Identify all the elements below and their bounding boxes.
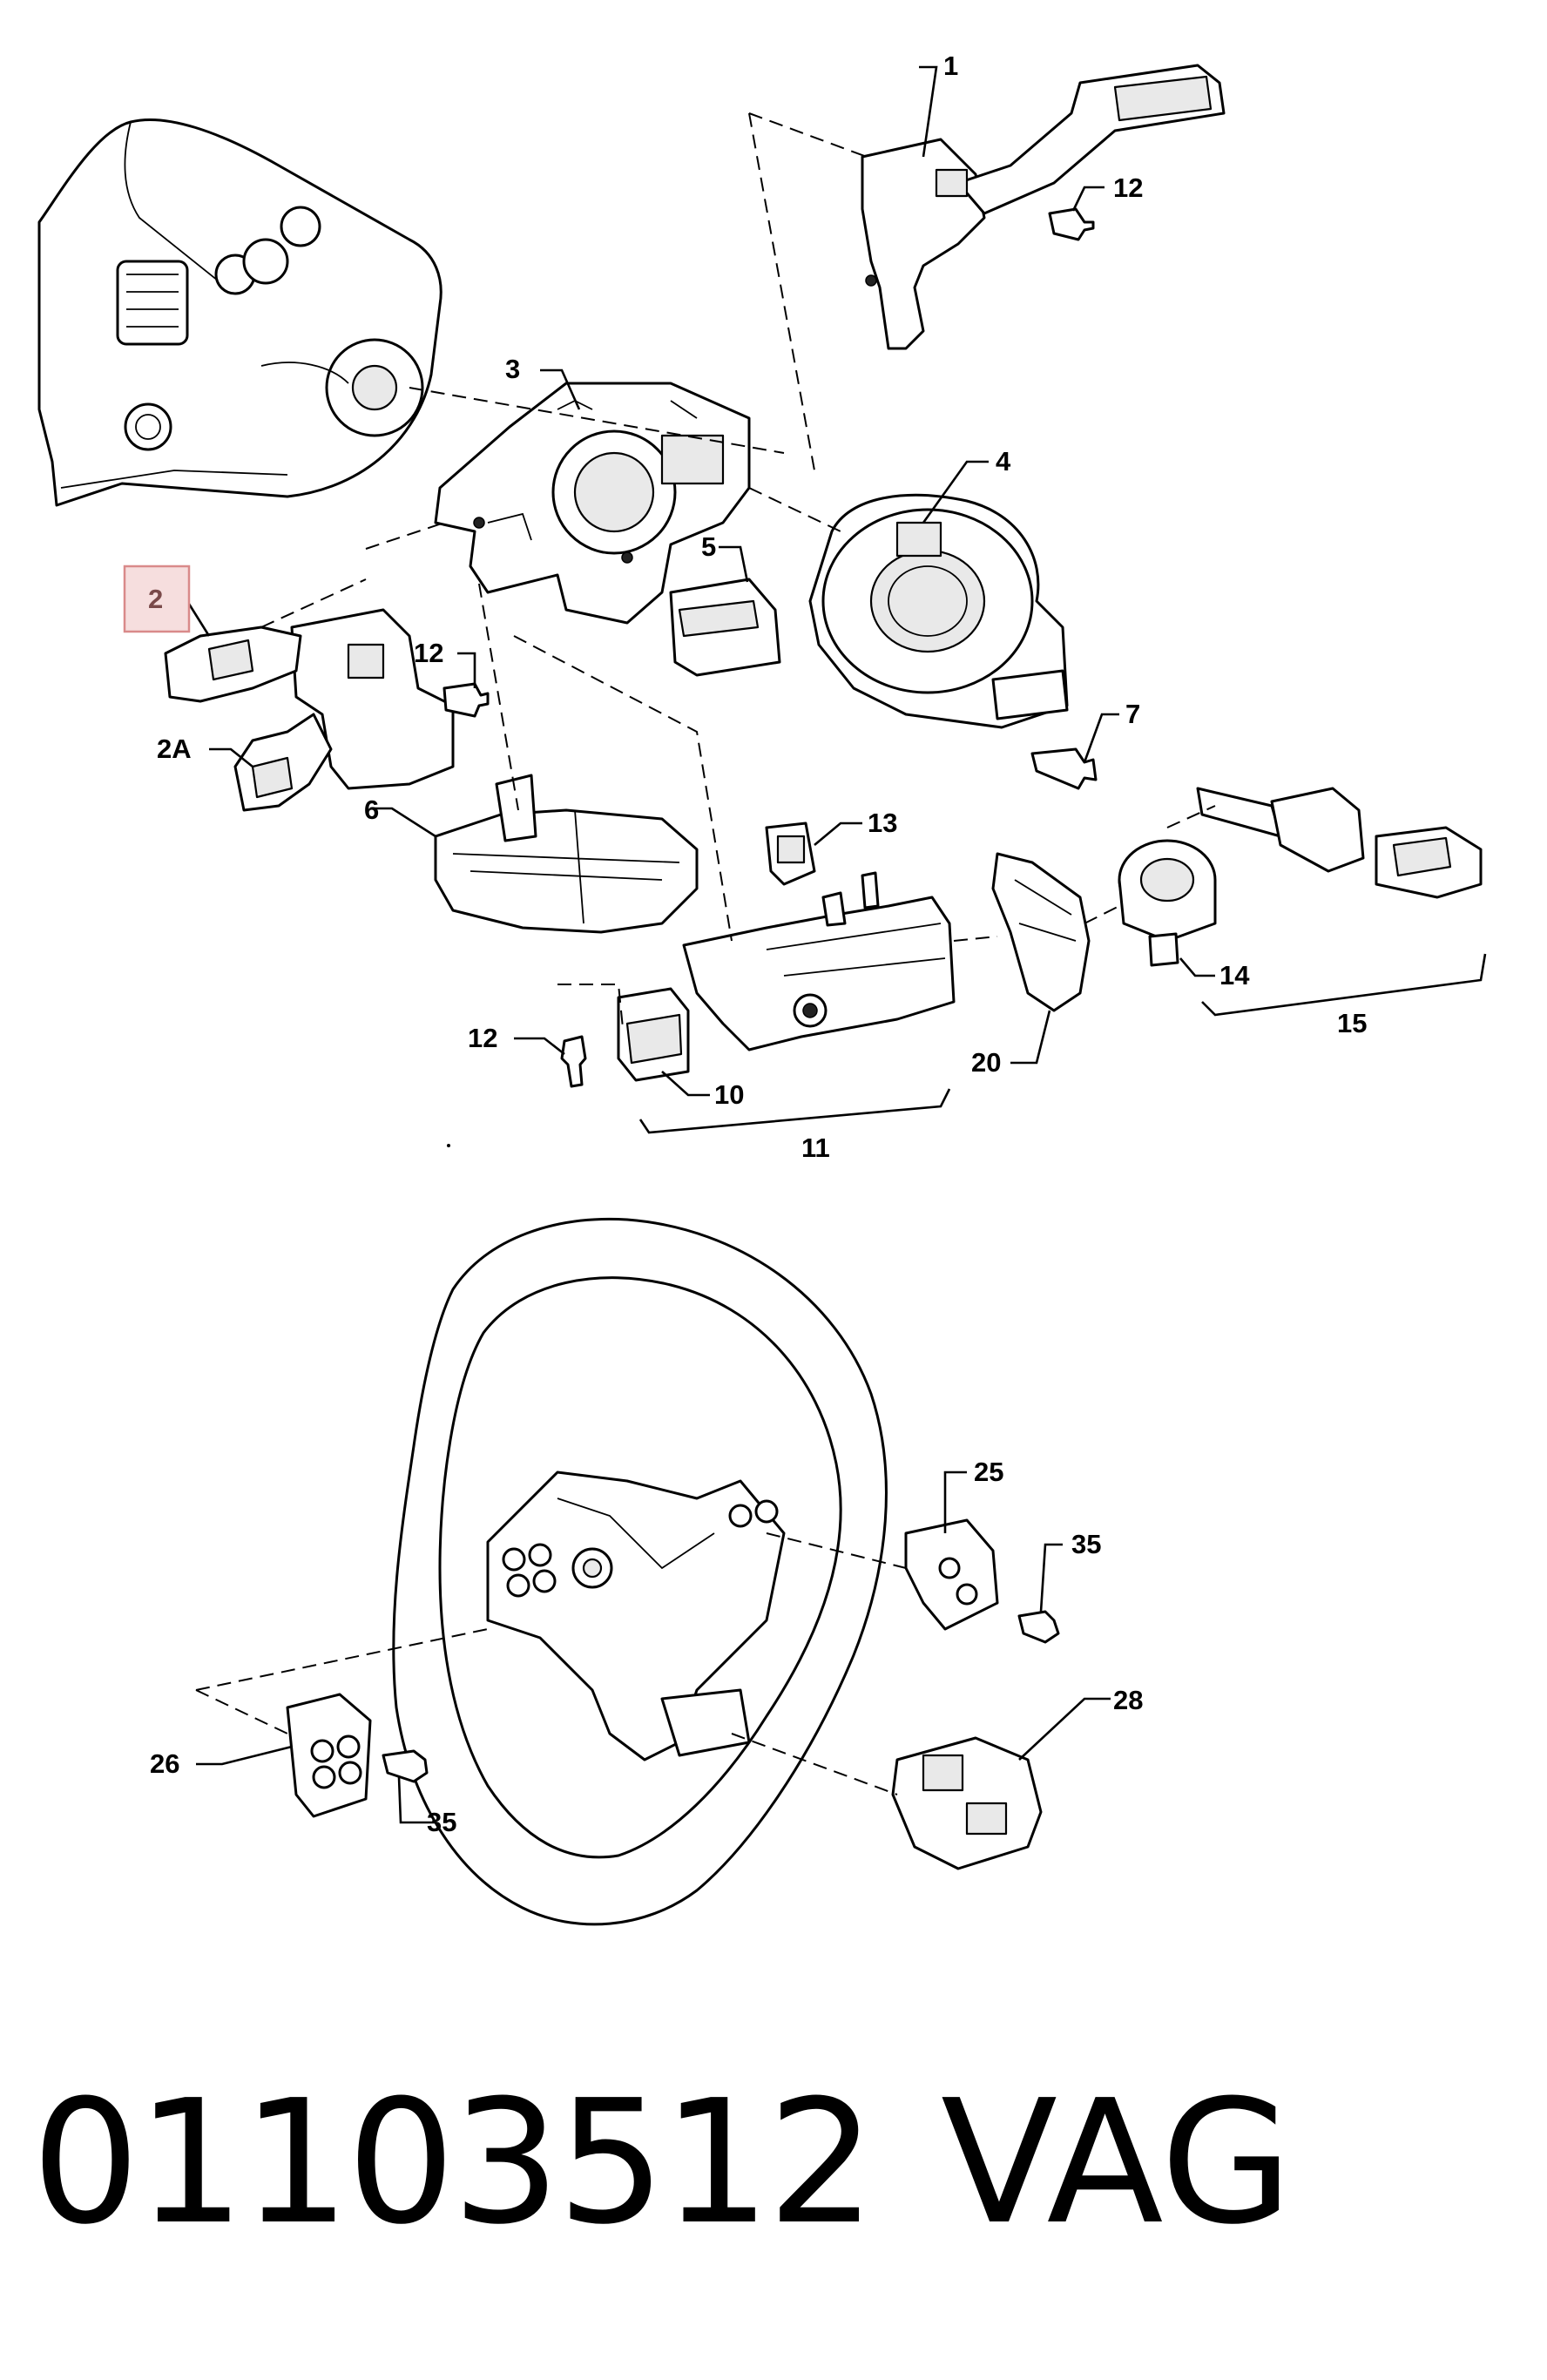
part-25-switch-right — [904, 1518, 999, 1631]
highlight-box — [123, 565, 191, 633]
part-35-screw-right — [1017, 1610, 1060, 1644]
dashboard-drawing — [37, 118, 442, 507]
label-1: 1 — [943, 51, 958, 81]
part-number: 01103512 — [31, 2064, 876, 2262]
label-20: 20 — [971, 1047, 1001, 1078]
label-25: 25 — [974, 1457, 1003, 1487]
label-12-mid: 12 — [414, 638, 443, 668]
part-11-lock-housing — [560, 871, 956, 1088]
label-4: 4 — [996, 446, 1011, 477]
label-11: 11 — [801, 1133, 830, 1163]
part-15-keys — [1196, 787, 1483, 899]
part-26-switch-left — [286, 1693, 372, 1818]
label-35-right: 35 — [1071, 1529, 1101, 1559]
label-12-top: 12 — [1113, 172, 1143, 203]
bracket-11 — [638, 1088, 951, 1134]
brand-name: VAG — [941, 2064, 1294, 2262]
part-13-connector — [765, 822, 816, 886]
part-14-ignition-lock — [1118, 839, 1217, 967]
label-2A: 2A — [157, 734, 192, 764]
part-5-bracket — [669, 578, 781, 677]
label-13: 13 — [868, 808, 897, 838]
label-6: 6 — [364, 794, 379, 825]
part-28-airbag-module — [891, 1736, 1043, 1870]
label-2: 2 — [148, 584, 163, 614]
label-12-low: 12 — [468, 1023, 497, 1053]
label-26: 26 — [150, 1748, 179, 1779]
part-35-screw-left — [382, 1749, 429, 1783]
part-6-lower-housing — [434, 774, 699, 934]
callout-labels: 1 12 3 4 5 7 2 12 2A 6 13 12 10 14 15 20… — [148, 51, 1367, 1837]
label-35-left: 35 — [427, 1807, 456, 1837]
bracket-15 — [1201, 953, 1487, 1017]
label-14: 14 — [1219, 960, 1250, 991]
label-28: 28 — [1113, 1685, 1143, 1715]
part-2-turn-signal-stalk — [164, 608, 490, 812]
dashed-assembly-lines — [195, 112, 1216, 1795]
steering-wheel — [392, 1217, 888, 1926]
label-3: 3 — [505, 354, 520, 384]
label-10: 10 — [714, 1079, 744, 1110]
leader-lines — [186, 65, 1215, 1824]
part-7-screw — [1030, 747, 1098, 790]
part-20-trim — [991, 852, 1091, 1012]
label-5: 5 — [701, 531, 716, 562]
part-3-switch-housing — [434, 382, 751, 625]
stray-dot — [447, 1144, 450, 1147]
part-1-wiper-stalk — [861, 64, 1226, 350]
label-15: 15 — [1337, 1008, 1367, 1038]
label-7: 7 — [1125, 699, 1140, 729]
part-4-clock-spring — [808, 493, 1069, 729]
